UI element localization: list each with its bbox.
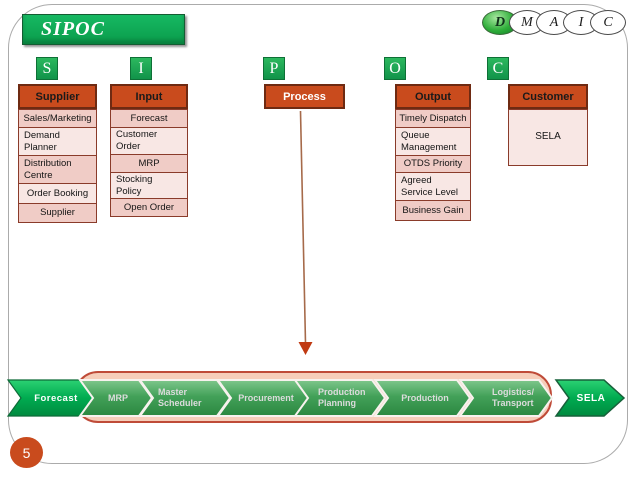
supplier-cell: Order Booking (18, 183, 97, 204)
output-cell: Agreed Service Level (395, 172, 471, 201)
page-number: 5 (22, 444, 31, 461)
badge-o: O (384, 57, 406, 80)
input-cell: Forecast (110, 109, 188, 128)
badge-p: P (263, 57, 285, 80)
slide-frame (8, 4, 628, 464)
output-cell: OTDS Priority (395, 155, 471, 173)
output-cell: Queue Management (395, 127, 471, 156)
supplier-cell: Distribution Centre (18, 155, 97, 184)
badge-s: S (36, 57, 58, 80)
output-cell: Timely Dispatch (395, 109, 471, 128)
header-supplier: Supplier (18, 84, 97, 109)
input-cell: Open Order (110, 198, 188, 217)
dmaic-letter-c: C (590, 10, 626, 35)
badge-c: C (487, 57, 509, 80)
header-process: Process (264, 84, 345, 109)
badge-i: I (130, 57, 152, 80)
slide-title-box: SIPOC (22, 14, 185, 45)
header-output: Output (395, 84, 471, 109)
supplier-cell: Supplier (18, 203, 97, 223)
input-cell: Stocking Policy (110, 172, 188, 199)
supplier-cell: Demand Planner (18, 127, 97, 156)
supplier-cell: Sales/Marketing (18, 109, 97, 128)
input-cell: Customer Order (110, 127, 188, 155)
output-cell: Business Gain (395, 200, 471, 221)
header-input: Input (110, 84, 188, 109)
flow-container (74, 371, 552, 423)
input-cell: MRP (110, 154, 188, 173)
header-customer: Customer (508, 84, 588, 109)
page-number-badge: 5 (10, 437, 43, 468)
customer-cell: SELA (508, 109, 588, 166)
slide-title: SIPOC (41, 18, 105, 40)
